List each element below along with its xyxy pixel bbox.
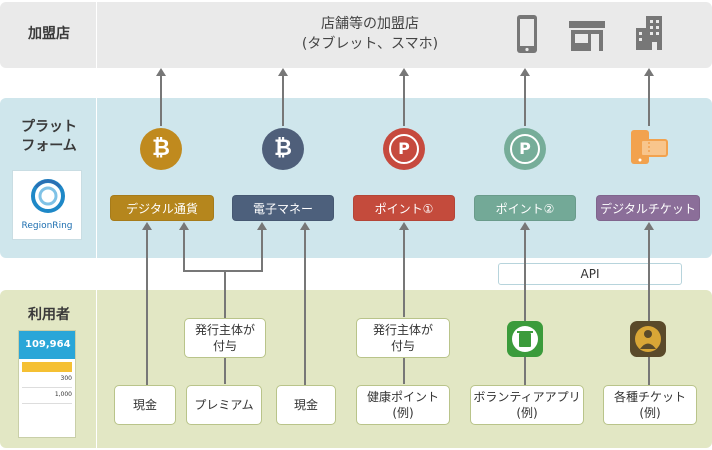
user-box-cash-1-label: 現金 [132, 398, 157, 412]
issuer-box-1: 発行主体が 付与 [184, 318, 266, 358]
line-premium-to-digital [183, 229, 185, 272]
user-box-health-line1: 健康ポイント [366, 390, 439, 404]
user-box-health-line2: (例) [392, 406, 414, 420]
store-description: 店舗等の加盟店 (タブレット、スマホ) [230, 14, 510, 54]
tag-digital-currency: デジタル通貨 [110, 195, 214, 221]
issuer-box-1-line1: 発行主体が [194, 323, 255, 337]
line-volunteer-to-point2 [524, 229, 526, 385]
regionring-logo: RegionRing [12, 170, 82, 240]
arrow-premium-to-emoney [257, 222, 267, 230]
user-box-cash-2: 現金 [276, 385, 336, 425]
line-premium-to-emoney [261, 229, 263, 272]
user-box-tickets: 各種チケット (例) [603, 385, 697, 425]
coin-glyph-2: ₿ [274, 136, 292, 161]
arrow-line-2 [282, 74, 284, 126]
line-cash1-to-digital [146, 229, 148, 385]
platform-band [0, 98, 712, 258]
e-money-bitcoin-icon: ₿ [262, 128, 304, 170]
issuer-box-2-line2: 付与 [390, 339, 415, 353]
store-icon [568, 20, 606, 56]
arrow-head-4 [520, 68, 530, 76]
tag-point1: ポイント① [353, 195, 455, 221]
user-box-cash-1: 現金 [114, 385, 176, 425]
line-issuer1-to-premium [224, 358, 226, 384]
coin-glyph-1: ₿ [152, 136, 170, 161]
api-bar: API [498, 263, 682, 285]
store-band-divider [96, 2, 97, 68]
digital-ticket-icon [627, 128, 671, 174]
user-band-label: 利用者 [28, 307, 70, 323]
phone-row-1: 300 [22, 375, 72, 388]
app-phone-screenshot: 109,964 300 1,000 [18, 330, 76, 438]
line-health-to-issuer2 [403, 358, 405, 384]
user-box-cash-2-label: 現金 [293, 398, 318, 412]
user-box-volunteer-app: ボランティアアプリ (例) [470, 385, 584, 425]
smartphone-icon [516, 14, 538, 58]
arrow-line-4 [524, 74, 526, 126]
issuer-box-2: 発行主体が 付与 [356, 318, 450, 358]
user-box-health-point: 健康ポイント (例) [356, 385, 450, 425]
user-box-premium-label: プレミアム [194, 398, 254, 412]
arrow-line-1 [160, 74, 162, 126]
arrow-ticket-to-digital [644, 222, 654, 230]
arrow-head-1 [156, 68, 166, 76]
digital-currency-bitcoin-icon: ₿ [140, 128, 182, 170]
arrow-head-3 [399, 68, 409, 76]
point1-glyph: P [389, 134, 419, 164]
arrow-premium-to-digital [179, 222, 189, 230]
phone-header-bar: 109,964 [19, 331, 75, 359]
line-issuer2-to-point1 [403, 229, 405, 317]
store-band-label: 加盟店 [28, 26, 70, 42]
arrow-cash1-to-digital [142, 222, 152, 230]
point2-icon: P [504, 128, 546, 170]
issuer-box-1-line2: 付与 [212, 339, 237, 353]
store-text-line2: (タブレット、スマホ) [301, 36, 439, 52]
tag-digital-ticket: デジタルチケット [596, 195, 700, 221]
arrow-line-5 [648, 74, 650, 126]
user-box-tickets-line2: (例) [639, 406, 661, 420]
ticket-app-icon [629, 320, 667, 362]
user-band-divider [96, 290, 97, 448]
logo-text: RegionRing [21, 221, 73, 231]
volunteer-app-icon [506, 320, 544, 362]
line-cash2-to-emoney [304, 229, 306, 385]
arrow-line-3 [403, 74, 405, 126]
tag-point2: ポイント② [474, 195, 576, 221]
platform-band-divider [96, 98, 97, 258]
platform-band-label-1: プラット [21, 119, 77, 135]
arrow-head-2 [278, 68, 288, 76]
point2-glyph: P [510, 134, 540, 164]
line-premium-horizontal [183, 270, 263, 272]
user-box-volunteer-line2: (例) [516, 406, 538, 420]
phone-row-1-value: 300 [60, 375, 72, 382]
phone-amount: 109,964 [25, 339, 71, 350]
arrow-cash2-to-emoney [300, 222, 310, 230]
building-icon [632, 14, 670, 56]
arrow-issuer2-to-point1 [399, 222, 409, 230]
line-ticket-to-digital [648, 229, 650, 385]
platform-band-label-2: フォーム [21, 138, 77, 154]
store-text-line1: 店舗等の加盟店 [321, 16, 419, 32]
tag-e-money: 電子マネー [232, 195, 334, 221]
user-box-premium: プレミアム [186, 385, 262, 425]
arrow-head-5 [644, 68, 654, 76]
phone-row-2-value: 1,000 [54, 391, 72, 398]
line-premium-up [224, 270, 226, 318]
user-box-volunteer-line1: ボランティアアプリ [473, 390, 581, 404]
arrow-volunteer-to-point2 [520, 222, 530, 230]
point1-icon: P [383, 128, 425, 170]
phone-banner [22, 362, 72, 372]
user-box-tickets-line1: 各種チケット [613, 390, 686, 404]
phone-row-2: 1,000 [22, 391, 72, 404]
issuer-box-2-line1: 発行主体が [372, 323, 433, 337]
